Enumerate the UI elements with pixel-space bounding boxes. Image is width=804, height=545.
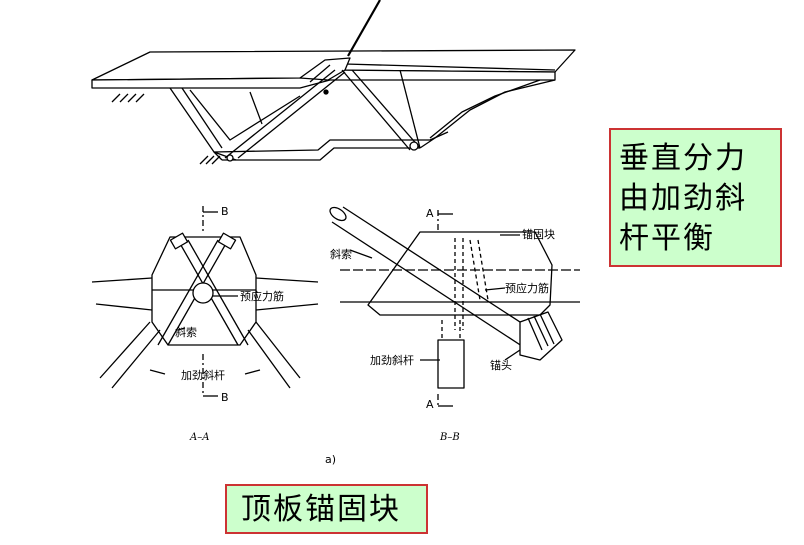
caption-section-bb: B–B: [439, 432, 460, 443]
label-prestress-tendon-left: 预应力筋: [240, 289, 284, 303]
label-stiffening-rod-right: 加劲斜杆: [370, 353, 414, 367]
section-bb-drawing: [329, 206, 580, 407]
marker-b-top: B: [221, 205, 229, 218]
marker-a-top: A: [426, 207, 434, 220]
note-line-2: 由加劲斜: [619, 181, 747, 216]
stay-cable-top: [347, 0, 381, 57]
box-girder-isometric: [91, 49, 576, 165]
marker-a-bottom: A: [426, 398, 434, 411]
marker-b-bottom: B: [221, 391, 229, 404]
label-anchor-head: 锚头: [490, 358, 512, 372]
title-callout: 顶板锚固块: [225, 484, 428, 534]
label-stay-cable-left: 斜索: [175, 325, 197, 339]
note-callout: 垂直分力 由加劲斜 杆平衡: [609, 128, 782, 267]
slide-title: 顶板锚固块: [241, 492, 401, 527]
figure-tag: a): [325, 453, 336, 466]
caption-section-aa: A–A: [189, 432, 209, 443]
note-line-3: 杆平衡: [619, 221, 715, 256]
label-prestress-tendon-right: 预应力筋: [505, 281, 549, 295]
label-stiffening-rod-left: 加劲斜杆: [181, 368, 225, 382]
label-anchor-block: 锚固块: [522, 227, 555, 241]
note-line-1: 垂直分力: [619, 141, 747, 176]
label-stay-cable-right: 斜索: [330, 247, 352, 261]
section-aa-drawing: [91, 206, 319, 397]
